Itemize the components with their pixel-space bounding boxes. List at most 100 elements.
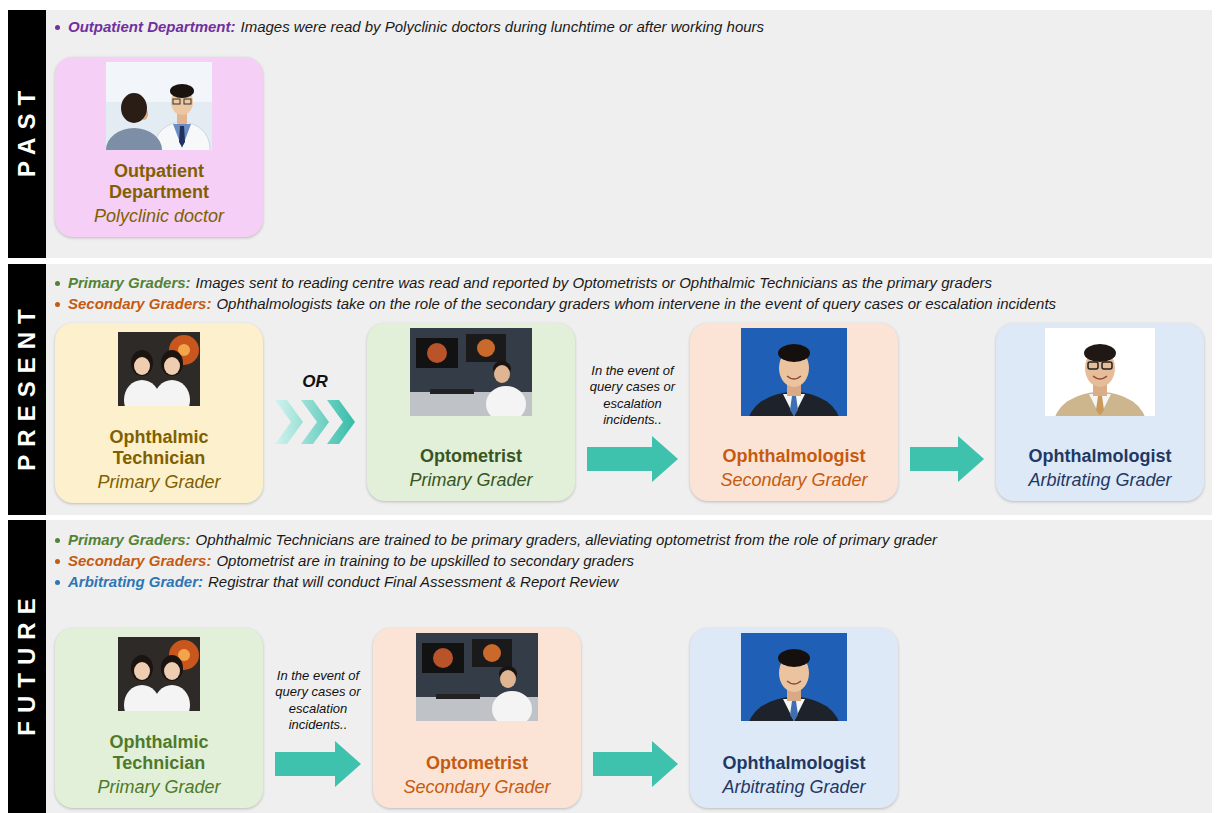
timeline-band: FUTURE Primary Graders: Ophthalmic Technic… [8,520,1212,813]
bullet-dot [55,580,60,585]
role-title: Ophthalmologist [723,446,866,467]
chevron-arrow [275,400,355,444]
photo-part [184,99,191,104]
role-box: Outpatient DepartmentPolyclinic doctor [55,57,263,237]
bullet-text: Registrar that will conduct Final Assess… [208,573,618,590]
role-title: Ophthalmologist [723,753,866,774]
role-title: Ophthalmologist [1029,446,1172,467]
photo-part [131,655,153,681]
role-title: Ophthalmic Technician [74,427,244,468]
photo-part [500,670,516,688]
band-heading: PRESENT [15,301,39,478]
role-title: Optometrist [420,446,522,467]
photo-part [173,124,191,148]
edge-label-holder: In the event of query cases or escalatio… [583,363,683,428]
bullet-heading: Primary Graders: [68,531,191,548]
photo-illustration [106,62,212,150]
photo-part [472,639,512,667]
bullet-heading: Outpatient Department: [68,18,236,35]
photo-part [1089,394,1111,416]
grader-role: Secondary Grader [403,777,550,798]
role-title: Outpatient Department [74,161,244,202]
photo-part [741,328,847,416]
photo-part [790,701,798,721]
photo-part [134,662,150,680]
photo-part [1045,328,1155,416]
block-arrow [587,436,678,482]
edge-label-holder: In the event of query cases or escalatio… [268,668,368,733]
bullet-line: Secondary Graders:Optometrist are in tra… [55,550,1205,571]
role-box: OptometristPrimary Grader [367,323,575,501]
role-box: Ophthalmic TechnicianPrimary Grader [55,628,263,808]
bullet-text: Ophthalmologists take on the role of the… [216,295,1056,312]
photo-part [422,643,464,673]
role-box: OptometristSecondary Grader [373,628,581,808]
bullet-dot [55,559,60,564]
photo-part [161,655,183,681]
photo-illustration [1045,328,1155,416]
bullet-list: Primary Graders: Images sent to reading c… [55,272,1205,314]
grader-role: Polyclinic doctor [94,206,224,227]
photo-part [787,681,801,684]
photo-part [778,344,810,362]
photo-part [436,694,480,699]
photo-part [477,339,495,357]
photo-part [783,394,805,416]
role-title: Optometrist [426,753,528,774]
bullet-line: Primary Graders: Ophthalmic Technicians a… [55,529,1205,550]
bullet-text: Images sent to reading centre was read a… [196,274,993,291]
grader-role: Arbitrating Grader [722,777,865,798]
band-bar: FUTURE [8,520,46,813]
photo-part [466,334,506,362]
role-box: OphthalmologistArbitrating Grader [690,628,898,808]
photo-part [161,350,183,376]
timeline-band: PAST Outpatient Department: Images were re… [8,10,1212,258]
grader-role: Primary Grader [97,472,220,493]
bullet-list: Primary Graders: Ophthalmic Technicians a… [55,529,1205,592]
bullet-list: Outpatient Department: Images were read b… [55,16,1205,37]
bullet-dot [55,538,60,543]
photo-part [741,633,847,721]
bullet-text: Optometrist are in training to be upskil… [216,552,634,569]
role-box: Ophthalmic TechnicianPrimary Grader [55,323,263,503]
photo-part [783,699,805,721]
photo-part [121,93,147,123]
photo-part [790,396,798,416]
photo-part [1093,376,1107,379]
block-arrow [910,436,984,482]
edge-label-holder: OR [295,371,335,392]
photo-part [154,380,190,406]
photo-part [134,357,150,375]
role-box: OphthalmologistArbitrating Grader [996,323,1204,501]
bullet-text: Images were read by Polyclinic doctors d… [241,18,765,35]
grader-role: Secondary Grader [720,470,867,491]
photo-part [416,338,458,368]
role-title: Ophthalmic Technician [74,732,244,773]
bullet-heading: Arbitrating Grader: [68,573,203,590]
photo-part [430,389,474,394]
bullet-heading: Primary Graders: [68,274,191,291]
role-box: OphthalmologistSecondary Grader [690,323,898,501]
photo-part [131,350,153,376]
photo-part [778,649,810,667]
bullet-line: Primary Graders: Images sent to reading c… [55,272,1205,293]
block-arrow [593,741,678,787]
photo-part [433,648,453,668]
photo-part [494,365,510,383]
grader-role: Primary Grader [409,470,532,491]
grader-role: Arbitrating Grader [1028,470,1171,491]
grader-role: Primary Grader [97,777,220,798]
photo-illustration [741,328,847,416]
photo-part [106,62,212,102]
edge-label: OR [295,371,335,392]
photo-part [154,685,190,711]
photo-illustration [118,637,200,711]
photo-part [1084,344,1116,362]
bullet-text: Ophthalmic Technicians are trained to be… [196,531,937,548]
edge-label: In the event of query cases or escalatio… [583,363,683,428]
band-heading: PAST [15,83,39,185]
photo-part [1102,362,1112,369]
photo-part [1096,396,1104,416]
photo-part [164,357,180,375]
